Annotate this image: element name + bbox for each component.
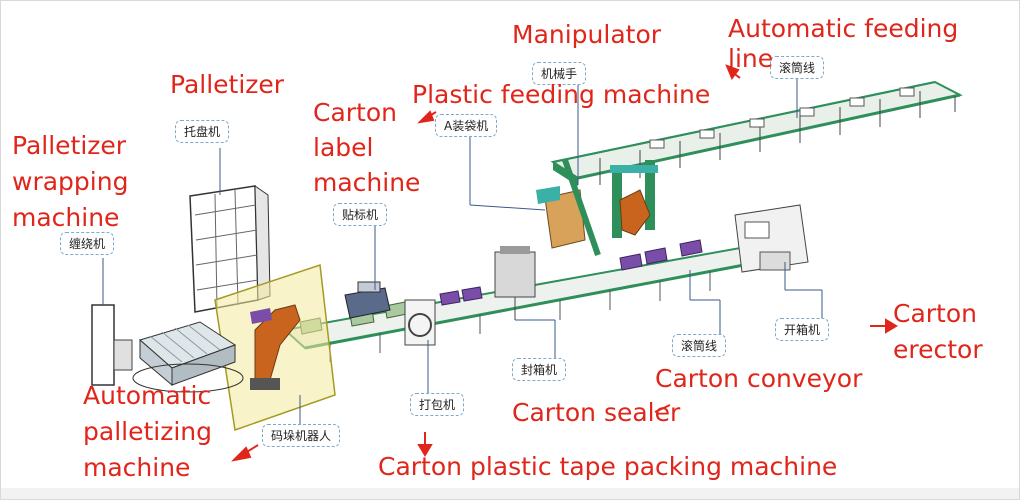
tag-labeler-cn: 贴标机 — [333, 203, 388, 226]
labeler-art — [344, 281, 391, 319]
bottom-strip — [0, 488, 1020, 500]
label-auto-palletizing: Automatic palletizing machine — [83, 381, 212, 482]
tag-robot-cn: 码垛机器人 — [262, 424, 341, 447]
tag-pallet-machine-cn: 托盘机 — [175, 120, 230, 143]
label-carton-label: Carton label machine — [313, 98, 421, 197]
palletizing-cell-art — [214, 263, 336, 432]
bagging-machine-art — [536, 159, 601, 256]
label-tape-packing: Carton plastic tape packing machine — [378, 452, 838, 481]
label-palletizer: Palletizer — [170, 70, 285, 99]
tag-sealer-cn: 封箱机 — [512, 358, 567, 381]
carton-erector-art — [734, 204, 809, 273]
label-carton-conveyor: Carton conveyor — [655, 364, 863, 393]
tag-leader-lines — [102, 78, 823, 430]
tag-roller-line-bottom-cn: 滚筒线 — [672, 334, 727, 357]
label-manipulator: Manipulator — [512, 20, 662, 49]
pallet-tower-art — [189, 185, 271, 313]
label-plastic-feeding: Plastic feeding machine — [412, 80, 711, 109]
red-arrows — [231, 64, 898, 462]
tag-wrapper-cn: 缠绕机 — [60, 232, 115, 255]
tag-manipulator-cn: 机械手 — [532, 62, 587, 85]
label-auto-feeding-line: Automatic feeding line — [728, 14, 959, 73]
wrapping-machine-art — [91, 304, 244, 393]
tag-erector-cn: 开箱机 — [775, 318, 830, 341]
label-carton-sealer: Carton sealer — [512, 398, 681, 427]
carton-sealer-art — [494, 246, 536, 320]
manipulator-robot-art — [610, 160, 658, 238]
tag-bagging-cn: A装袋机 — [435, 114, 498, 137]
top-feeding-conveyor — [550, 80, 963, 186]
strapping-machine-art — [404, 299, 436, 346]
label-wrapping: Palletizer wrapping machine — [12, 131, 129, 232]
tag-strapper-cn: 打包机 — [410, 393, 465, 416]
label-carton-erector: Carton erector — [893, 299, 983, 364]
tag-roller-line-top-cn: 滚筒线 — [770, 56, 825, 79]
